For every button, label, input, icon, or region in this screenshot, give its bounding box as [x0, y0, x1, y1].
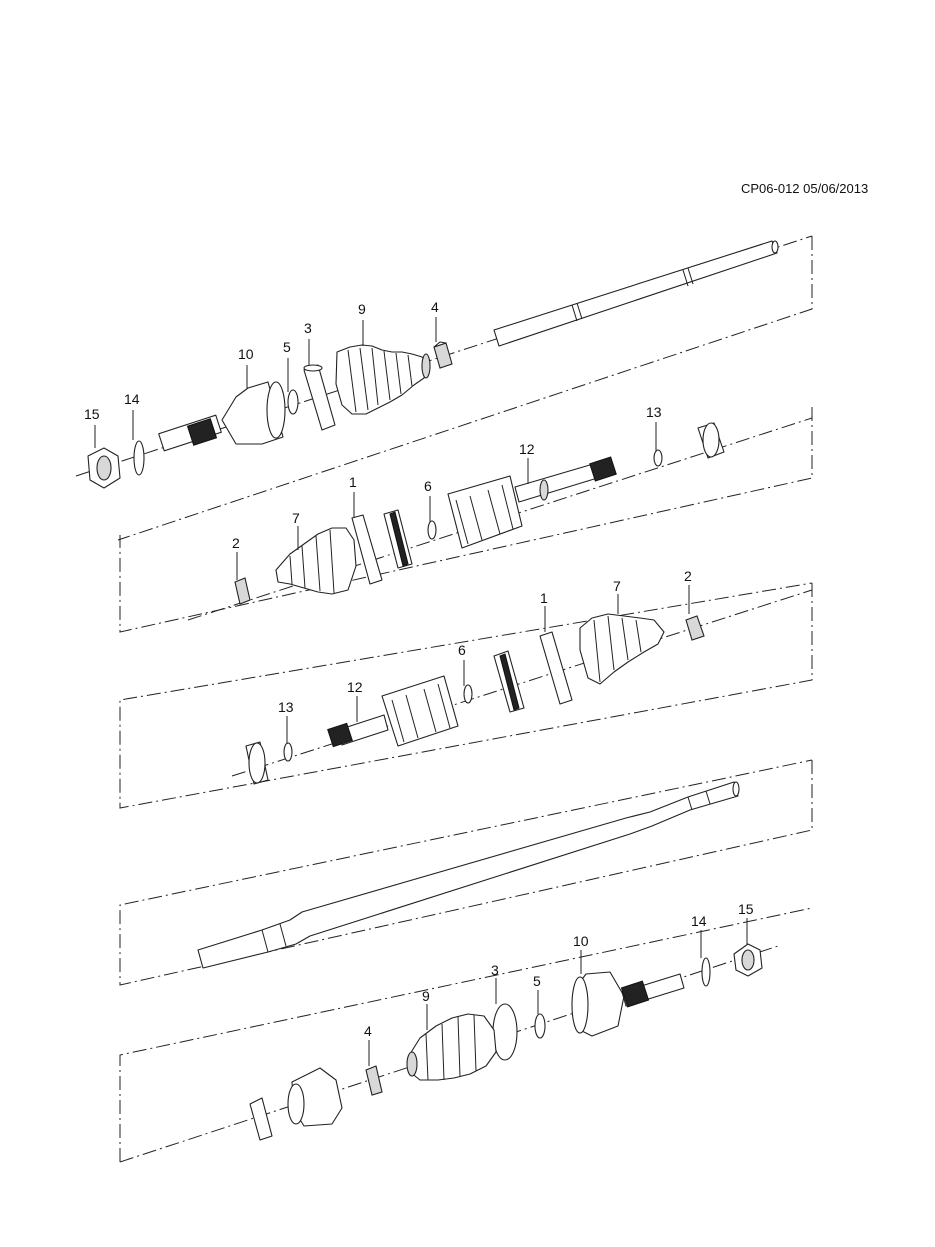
callout-4: 4	[364, 1023, 372, 1039]
group-5-left-outer-joint: 15 14 10 5 3 9 4	[119, 901, 813, 1163]
drawing-reference: CP06-012 05/06/2013	[741, 181, 869, 196]
boot-9	[406, 1013, 497, 1081]
retaining-ring	[249, 1097, 273, 1141]
washer-14	[133, 440, 145, 476]
circlip-13	[283, 742, 293, 762]
callout-12: 12	[347, 679, 363, 695]
group-1-right-shaft-outer-joint: 15 14 10 5 3 9 4	[75, 235, 813, 541]
callout-1: 1	[349, 474, 357, 490]
callout-3: 3	[304, 320, 312, 336]
hub-nut-15	[87, 447, 121, 489]
group-1-frame	[117, 236, 813, 541]
callout-7: 7	[613, 578, 621, 594]
outer-cv-joint-10	[158, 381, 286, 452]
boot-7	[275, 527, 357, 595]
clamp-ring-3	[492, 1003, 518, 1061]
clamp-ring-1	[539, 631, 573, 705]
boot-7	[579, 613, 665, 685]
group-4-left-shaft	[119, 759, 813, 986]
snap-ring-5	[287, 389, 299, 415]
callout-4: 4	[431, 299, 439, 315]
hub-bearing	[287, 1067, 343, 1127]
snap-ring-6	[427, 520, 437, 540]
callout-2: 2	[684, 568, 692, 584]
group-3-axis	[231, 589, 813, 777]
clamp-4	[365, 1065, 383, 1096]
callout-10: 10	[238, 346, 254, 362]
bearing-ring-end	[245, 741, 269, 785]
group-2-frame	[119, 407, 813, 633]
boot-9	[335, 344, 431, 415]
clamp-2	[685, 615, 705, 641]
callout-1: 1	[540, 590, 548, 606]
callout-9: 9	[358, 301, 366, 317]
bearing-ring-end	[697, 422, 725, 459]
snap-ring-6	[463, 684, 473, 704]
right-shaft	[493, 240, 779, 347]
group-2-right-inner-joint: 13 12 6 1 7 2	[119, 404, 813, 633]
callout-14: 14	[691, 913, 707, 929]
inner-joint-housing-12	[447, 456, 617, 549]
outer-cv-joint-10	[571, 971, 685, 1037]
left-shaft	[197, 781, 740, 969]
clamp-4	[433, 341, 453, 369]
callout-14: 14	[124, 391, 140, 407]
callout-6: 6	[424, 478, 432, 494]
callout-5: 5	[533, 973, 541, 989]
group-3-left-inner-joint: 1 7 2 6 12 13	[119, 568, 813, 809]
tripod-roller	[493, 650, 525, 713]
clamp-2	[234, 577, 251, 605]
group-3-frame	[119, 582, 813, 809]
clamp-ring-1	[351, 514, 383, 585]
clamp-ring-3	[303, 364, 336, 431]
callout-15: 15	[738, 901, 754, 917]
callout-6: 6	[458, 642, 466, 658]
callout-3: 3	[491, 962, 499, 978]
hub-nut-15	[733, 943, 763, 977]
callout-13: 13	[278, 699, 294, 715]
group-4-frame	[119, 759, 813, 986]
callout-12: 12	[519, 441, 535, 457]
callout-13: 13	[646, 404, 662, 420]
callout-7: 7	[292, 510, 300, 526]
tripod-roller	[383, 509, 413, 569]
callout-10: 10	[573, 933, 589, 949]
circlip-13	[653, 449, 663, 467]
washer-14	[701, 957, 711, 987]
callout-15: 15	[84, 406, 100, 422]
callout-9: 9	[422, 988, 430, 1004]
callout-5: 5	[283, 339, 291, 355]
callout-2: 2	[232, 535, 240, 551]
inner-joint-housing-12	[327, 675, 459, 748]
snap-ring-5	[534, 1013, 546, 1039]
